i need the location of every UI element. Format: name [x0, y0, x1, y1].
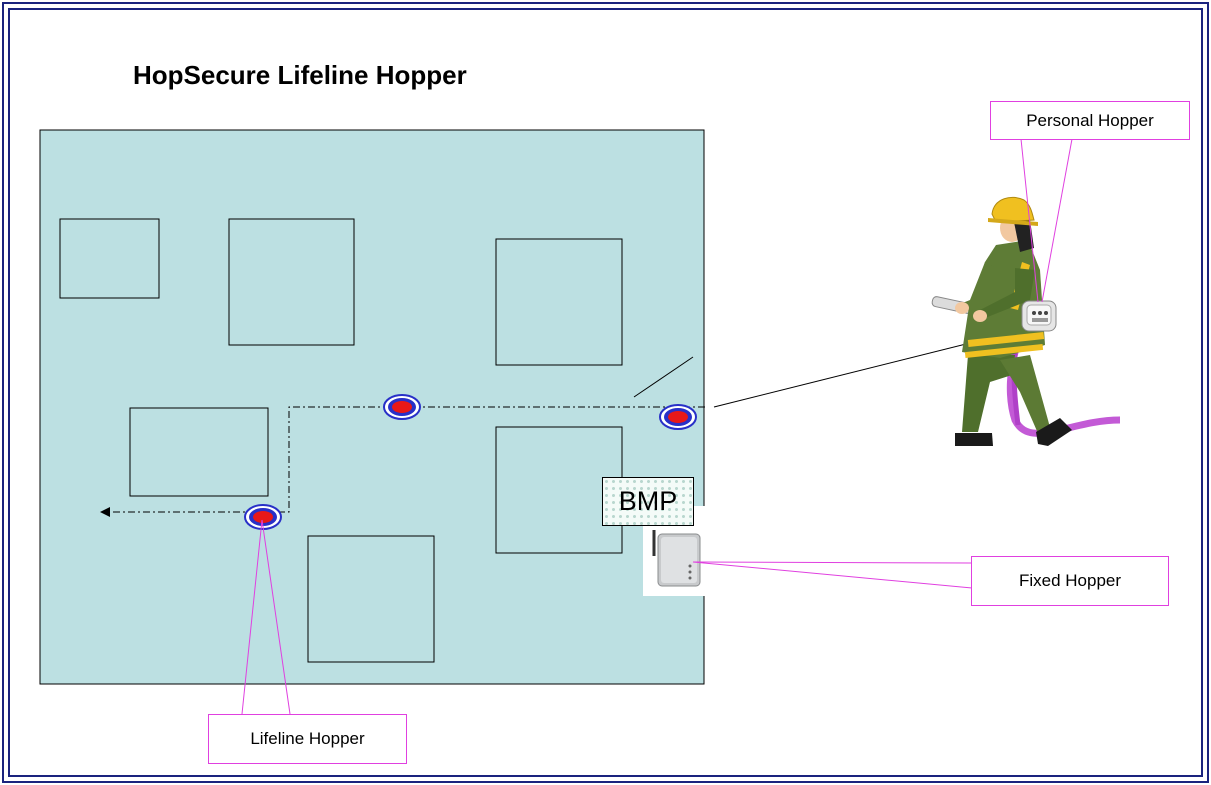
room: [59, 218, 160, 299]
room: [495, 238, 623, 366]
room: [129, 407, 269, 497]
personal-hopper-callout-line: [1020, 138, 1039, 303]
lifeline-hopper-marker: [383, 394, 421, 420]
room: [228, 218, 355, 346]
lifeline-hopper-marker: [244, 504, 282, 530]
entry-line: [713, 332, 1011, 408]
evacuation-path: [110, 406, 705, 513]
lifeline-hopper-marker: [659, 404, 697, 430]
firefighter-illustration: [931, 196, 1121, 446]
personal-hopper-label: Personal Hopper: [990, 101, 1190, 140]
lifeline-hopper-label: Lifeline Hopper: [208, 714, 407, 764]
inner-frame: [8, 8, 1203, 777]
page-title: HopSecure Lifeline Hopper: [133, 60, 467, 90]
room: [307, 535, 435, 663]
lifeline-hopper-callout-line: [261, 519, 291, 715]
evacuation-arrowhead: [100, 507, 110, 517]
fixed-hopper-callout-line: [692, 561, 973, 564]
personal-hopper-callout-line: [1041, 138, 1073, 303]
bmp-label: BMP: [602, 477, 694, 526]
lifeline-hopper-callout-line: [241, 519, 263, 715]
door-line: [633, 356, 694, 398]
fixed-hopper-callout-line: [692, 561, 973, 589]
fixed-hopper-label: Fixed Hopper: [971, 556, 1169, 606]
